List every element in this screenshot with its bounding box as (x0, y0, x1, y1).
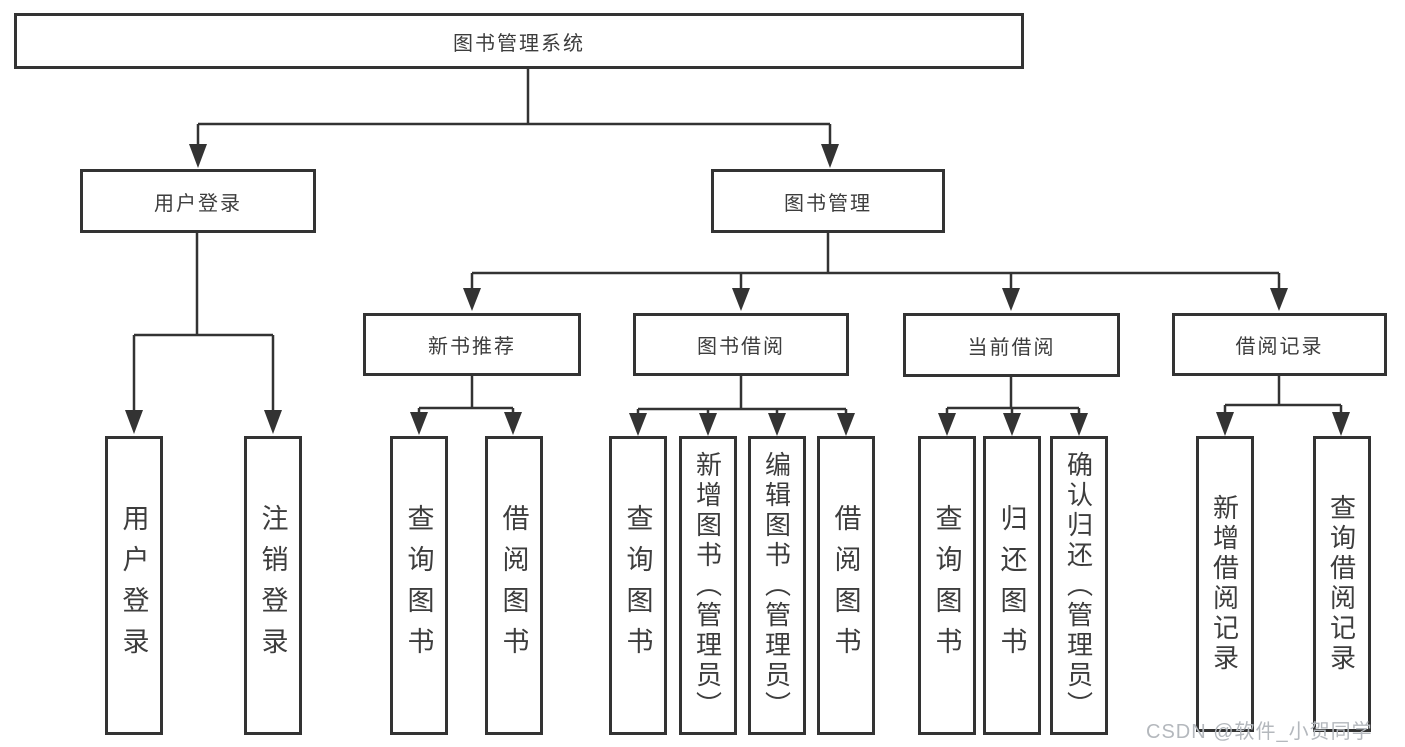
leaf-confirm-return-admin: 确认归还（管理员） (1050, 436, 1108, 735)
leaf-add-book-admin: 新增图书（管理员） (679, 436, 737, 735)
arrowhead (629, 413, 647, 436)
arrowhead (938, 413, 956, 436)
watermark: CSDN @软件_小贺同学 (1146, 721, 1373, 743)
node-book-borrowing-label: 图书借阅 (697, 336, 785, 358)
leaf-confirm-return-admin-label: 确认归还（管理员） (1063, 450, 1094, 721)
leaf-query-borrow-record: 查询借阅记录 (1313, 436, 1371, 732)
node-current-borrowing-label: 当前借阅 (967, 336, 1056, 359)
connector-new-book-recommendation-split (410, 376, 522, 435)
node-root: 图书管理系统 (14, 13, 1024, 69)
arrowhead (768, 413, 786, 436)
arrowhead (699, 413, 717, 436)
leaf-user-login: 用户登录 (105, 436, 163, 735)
leaf-query-books-current-label: 查询图书 (931, 503, 962, 668)
node-borrowing-records-label: 借阅记录 (1235, 336, 1324, 358)
leaf-logout: 注销登录 (244, 436, 302, 735)
leaf-add-borrow-record-label: 新增借阅记录 (1209, 494, 1240, 674)
arrowhead (463, 288, 481, 311)
node-borrowing-records: 借阅记录 (1172, 313, 1387, 376)
leaf-return-books: 归还图书 (983, 436, 1041, 735)
arrowhead (189, 144, 207, 168)
node-new-book-recommendation: 新书推荐 (363, 313, 581, 376)
arrowhead (821, 144, 839, 168)
node-book-management-label: 图书管理 (784, 192, 872, 215)
arrowhead (1216, 412, 1234, 436)
leaf-query-books-recommend: 查询图书 (390, 436, 448, 735)
node-new-book-recommendation-label: 新书推荐 (428, 336, 516, 358)
node-root-label: 图书管理系统 (453, 32, 585, 55)
connector-book-borrowing-split (629, 376, 855, 436)
arrowhead (504, 412, 522, 435)
leaf-borrow-books: 借阅图书 (817, 436, 875, 735)
leaf-user-login-label: 用户登录 (118, 503, 149, 668)
leaf-add-borrow-record: 新增借阅记录 (1196, 436, 1254, 732)
leaf-borrow-books-recommend-label: 借阅图书 (498, 503, 529, 668)
arrowhead (1270, 288, 1288, 311)
arrowhead (1003, 413, 1021, 436)
arrowhead (732, 288, 750, 311)
leaf-return-books-label: 归还图书 (996, 503, 1027, 668)
node-book-management: 图书管理 (711, 169, 945, 233)
arrowhead (410, 412, 428, 435)
leaf-add-book-admin-label: 新增图书（管理员） (692, 450, 723, 721)
leaf-query-borrow-record-label: 查询借阅记录 (1326, 494, 1357, 674)
leaf-edit-book-admin-label: 编辑图书（管理员） (761, 450, 792, 721)
node-user-login-label: 用户登录 (154, 192, 242, 215)
arrowhead (1070, 413, 1088, 436)
arrowhead (837, 413, 855, 436)
connector-user-login-split (125, 233, 282, 434)
leaf-edit-book-admin: 编辑图书（管理员） (748, 436, 806, 735)
leaf-borrow-books-recommend: 借阅图书 (485, 436, 543, 735)
connector-book-management-split (463, 233, 1288, 311)
arrowhead (264, 410, 282, 434)
arrowhead (1332, 412, 1350, 436)
node-user-login: 用户登录 (80, 169, 316, 233)
leaf-query-books-current: 查询图书 (918, 436, 976, 735)
node-book-borrowing: 图书借阅 (633, 313, 849, 376)
connector-borrowing-records-split (1216, 376, 1350, 436)
arrowhead (125, 410, 143, 434)
node-current-borrowing: 当前借阅 (903, 313, 1120, 377)
connector-root-split (189, 69, 839, 168)
leaf-query-books-borrowing: 查询图书 (609, 436, 667, 735)
leaf-query-books-borrowing-label: 查询图书 (622, 503, 653, 668)
connector-current-borrowing-split (938, 377, 1088, 436)
arrowhead (1002, 288, 1020, 311)
leaf-logout-label: 注销登录 (257, 503, 288, 668)
leaf-borrow-books-label: 借阅图书 (830, 503, 861, 668)
leaf-query-books-recommend-label: 查询图书 (403, 503, 434, 668)
